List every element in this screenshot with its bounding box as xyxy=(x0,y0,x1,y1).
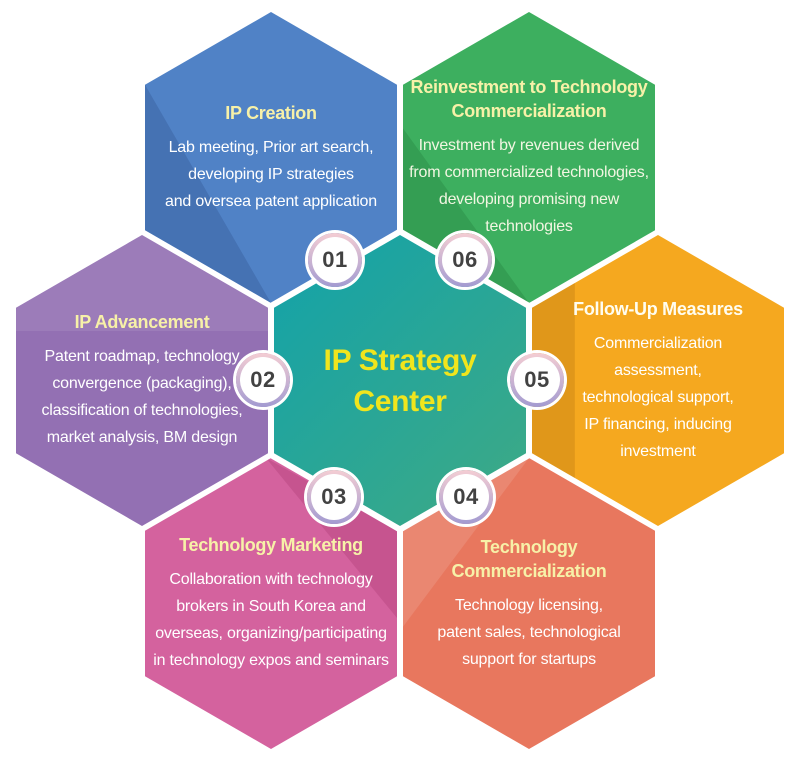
step-badge-02: 02 xyxy=(236,353,290,407)
step-number-05: 05 xyxy=(514,357,560,403)
hexagon-body: Commercialization assessment, technologi… xyxy=(582,334,734,460)
step-number-01: 01 xyxy=(312,237,358,283)
hexagon-body: Technology licensing, patent sales, tech… xyxy=(437,596,621,668)
step-badge-04: 04 xyxy=(439,470,493,524)
step-badge-06: 06 xyxy=(438,233,492,287)
step-badge-01: 01 xyxy=(308,233,362,287)
hexagon-body: Lab meeting, Prior art search, developin… xyxy=(165,138,377,210)
hexagon-title: Follow-Up Measures xyxy=(573,298,743,319)
hexagon-title: IP Creation xyxy=(225,102,317,123)
hexagon-body: Investment by revenues derived from comm… xyxy=(409,137,649,235)
step-badge-03: 03 xyxy=(307,470,361,524)
step-number-03: 03 xyxy=(311,474,357,520)
hexagon-title: Reinvestment to Technology Commercializa… xyxy=(410,77,648,121)
step-number-06: 06 xyxy=(442,237,488,283)
step-number-04: 04 xyxy=(443,474,489,520)
hexagon-body: Collaboration with technology brokers in… xyxy=(153,571,389,669)
hexagon-title: IP Advancement xyxy=(74,312,210,332)
step-badge-05: 05 xyxy=(510,353,564,407)
hexagon-title: Technology Marketing xyxy=(179,535,363,555)
hexagon-body: Patent roadmap, technology convergence (… xyxy=(41,348,243,446)
step-number-02: 02 xyxy=(240,357,286,403)
center-title: IP Strategy Center xyxy=(323,343,477,418)
hexagon-technology-marketing: Technology Marketing Collaboration with … xyxy=(145,458,397,749)
hexagon-title: Technology Commercialization xyxy=(451,536,607,581)
